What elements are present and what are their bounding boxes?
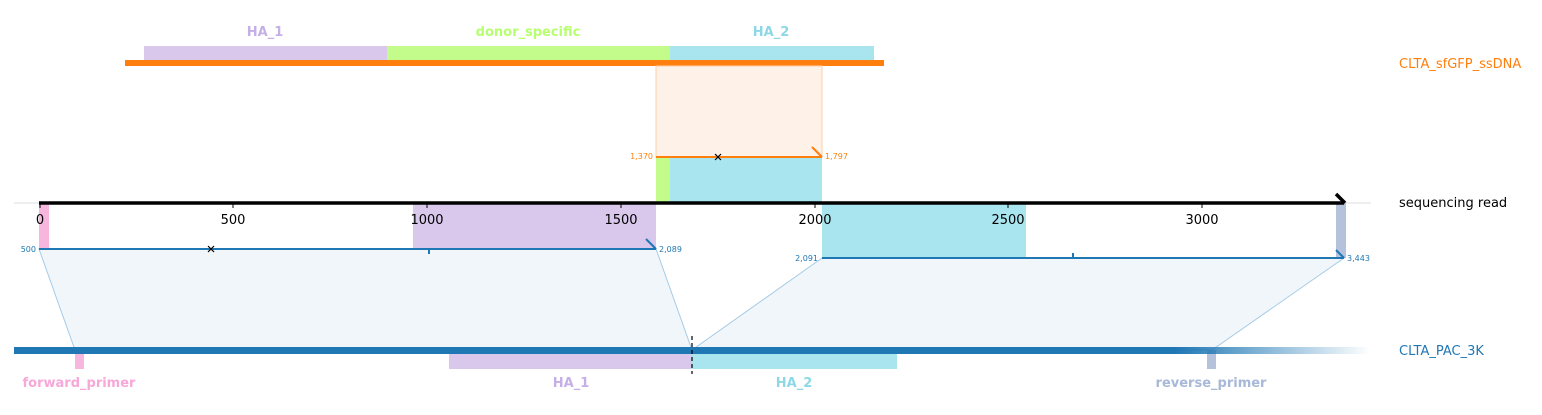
read-arrowhead — [1334, 192, 1347, 205]
target-feature-ha2 — [692, 350, 897, 369]
target-alignment-1-end-label: 2,089 — [659, 245, 682, 254]
read-feature-forward-primer — [39, 203, 49, 249]
target-alignment-1-mismatch-marker — [207, 245, 215, 253]
donor-alignment-feature-blue — [670, 157, 822, 202]
target-alignment-2-end-label: 3,443 — [1347, 254, 1370, 263]
target-alignment-1-arrowhead — [645, 238, 657, 250]
donor-feature-donor-specific-label: donor_specific — [476, 25, 581, 40]
target-feature-forward-primer-label: forward_primer — [23, 376, 137, 391]
donor-alignment-feature-green — [656, 157, 670, 202]
donor-feature-ha1-label: HA_1 — [247, 25, 284, 40]
donor-feature-ha1 — [144, 46, 387, 61]
read-name-label: sequencing read — [1399, 196, 1507, 211]
target-feature-reverse-primer-label: reverse_primer — [1156, 376, 1268, 391]
donor-name-label: CLTA_sfGFP_ssDNA — [1399, 57, 1521, 72]
target-alignment-1-shade — [38, 248, 693, 351]
target-feature-ha1-label: HA_1 — [553, 376, 590, 391]
read-tick-label-3000: 3000 — [1185, 213, 1218, 228]
donor-alignment-shade — [655, 65, 823, 158]
target-feature-ha2-label: HA_2 — [776, 376, 813, 391]
donor-alignment-end-label: 1,797 — [825, 152, 848, 161]
target-alignment-1-start-label: 500 — [21, 245, 36, 254]
target-name-label: CLTA_PAC_3K — [1399, 344, 1484, 359]
target-alignment-2-shade — [690, 257, 1346, 351]
target-feature-ha1 — [449, 350, 692, 369]
target-feature-reverse-primer — [1207, 350, 1216, 369]
target-alignment-2: 2,091 3,443 — [690, 249, 1370, 351]
target-sequence-bar — [14, 347, 1174, 354]
donor-alignment: 1,370 1,797 — [630, 65, 848, 202]
read-feature-ha1 — [413, 203, 656, 249]
donor-feature-donor-specific — [387, 46, 670, 61]
donor-feature-ha2-label: HA_2 — [753, 25, 790, 40]
read-feature-reverse-primer — [1336, 203, 1346, 258]
read-tick-label-1000: 1000 — [410, 213, 443, 228]
donor-sequence-bar — [125, 60, 884, 66]
target-alignment-2-start-label: 2,091 — [795, 254, 818, 263]
read-tick-label-2500: 2500 — [991, 213, 1024, 228]
read-tick-label-2000: 2000 — [798, 213, 831, 228]
target-alignment-2-arrowhead — [1335, 249, 1345, 259]
donor-track: HA_1 donor_specific HA_2 CLTA_sfGFP_ssDN… — [125, 25, 1521, 72]
donor-feature-ha2 — [670, 46, 874, 61]
read-tick-label-500: 500 — [221, 213, 246, 228]
donor-alignment-arrowhead — [811, 146, 823, 158]
donor-alignment-start-label: 1,370 — [630, 152, 653, 161]
donor-mismatch-marker — [714, 153, 722, 161]
read-track: 0 500 1000 1500 2000 2500 3000 sequencin… — [14, 192, 1507, 258]
target-track: forward_primer HA_1 HA_2 reverse_primer … — [14, 336, 1484, 391]
read-tick-label-0: 0 — [36, 213, 44, 228]
target-feature-forward-primer — [75, 350, 84, 369]
read-ticks — [39, 203, 1203, 208]
target-alignment-1: 500 2,089 — [21, 238, 693, 351]
target-sequence-fade — [1174, 347, 1370, 354]
read-tick-label-1500: 1500 — [604, 213, 637, 228]
read-feature-ha2 — [822, 203, 1026, 258]
